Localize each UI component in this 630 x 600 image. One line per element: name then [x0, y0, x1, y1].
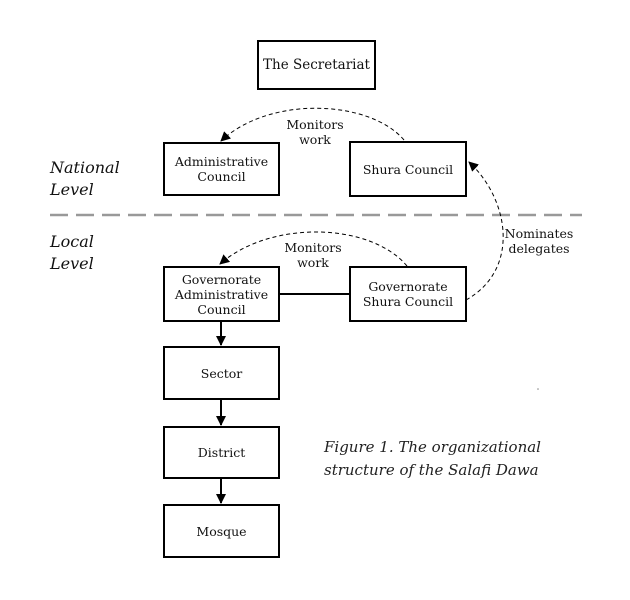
nominates-delegates-label-line1: Nominates: [504, 226, 574, 241]
governorate-shura-council-box: Governorate Shura Council: [349, 266, 467, 322]
sector-label: Sector: [200, 365, 243, 381]
governorate-shura-council-label-line1: Governorate: [368, 279, 448, 294]
governorate-administrative-council-box: Governorate Administrative Council: [163, 266, 280, 322]
nominates-delegates-label-line2: delegates: [508, 241, 570, 256]
mosque-label: Mosque: [196, 523, 247, 539]
figure-caption-line1: Figure 1. The organizational: [324, 438, 541, 456]
shura-council-label: Shura Council: [362, 161, 454, 177]
administrative-council-label-line2: Council: [197, 169, 246, 184]
monitors-local-arrow: [219, 231, 408, 267]
monitors-national-label: Monitors work: [281, 117, 349, 147]
national-level-label-line2: Level: [50, 180, 94, 199]
national-level-label-line1: National: [50, 158, 120, 177]
local-level-label-line1: Local: [50, 232, 94, 251]
nominates-arrow: [465, 161, 504, 301]
governorate-shura-council-label-line2: Shura Council: [362, 294, 454, 309]
secretariat-label: The Secretariat: [263, 56, 370, 73]
figure-caption: Figure 1. The organizational structure o…: [324, 436, 614, 482]
mosque-box: Mosque: [163, 504, 280, 558]
monitors-local-label-line1: Monitors: [284, 240, 342, 255]
monitors-national-label-line2: work: [299, 132, 331, 147]
district-label: District: [197, 445, 246, 460]
monitors-national-label-line1: Monitors: [286, 117, 344, 132]
monitors-national-arrow: [220, 107, 405, 142]
local-level-label-line2: Level: [50, 254, 94, 273]
monitors-local-label-line2: work: [297, 255, 329, 270]
governorate-administrative-council-label-line2: Administrative: [174, 286, 269, 302]
figure-caption-line2: structure of the Salafi Dawa: [324, 461, 539, 479]
nominates-delegates-label: Nominates delegates: [498, 226, 580, 256]
administrative-council-box: Administrative Council: [163, 142, 280, 196]
governorate-administrative-council-label-line1: Governorate: [181, 271, 262, 287]
shura-council-box: Shura Council: [349, 141, 467, 197]
sector-box: Sector: [163, 346, 280, 400]
district-box: District: [163, 426, 280, 479]
administrative-council-label-line1: Administrative: [174, 154, 269, 169]
governorate-administrative-council-label-line3: Council: [197, 301, 246, 317]
national-level-label: National Level: [50, 157, 120, 201]
local-level-label: Local Level: [50, 231, 94, 275]
monitors-local-label: Monitors work: [279, 240, 347, 270]
stray-dot: [537, 388, 539, 390]
secretariat-box: The Secretariat: [257, 40, 376, 90]
